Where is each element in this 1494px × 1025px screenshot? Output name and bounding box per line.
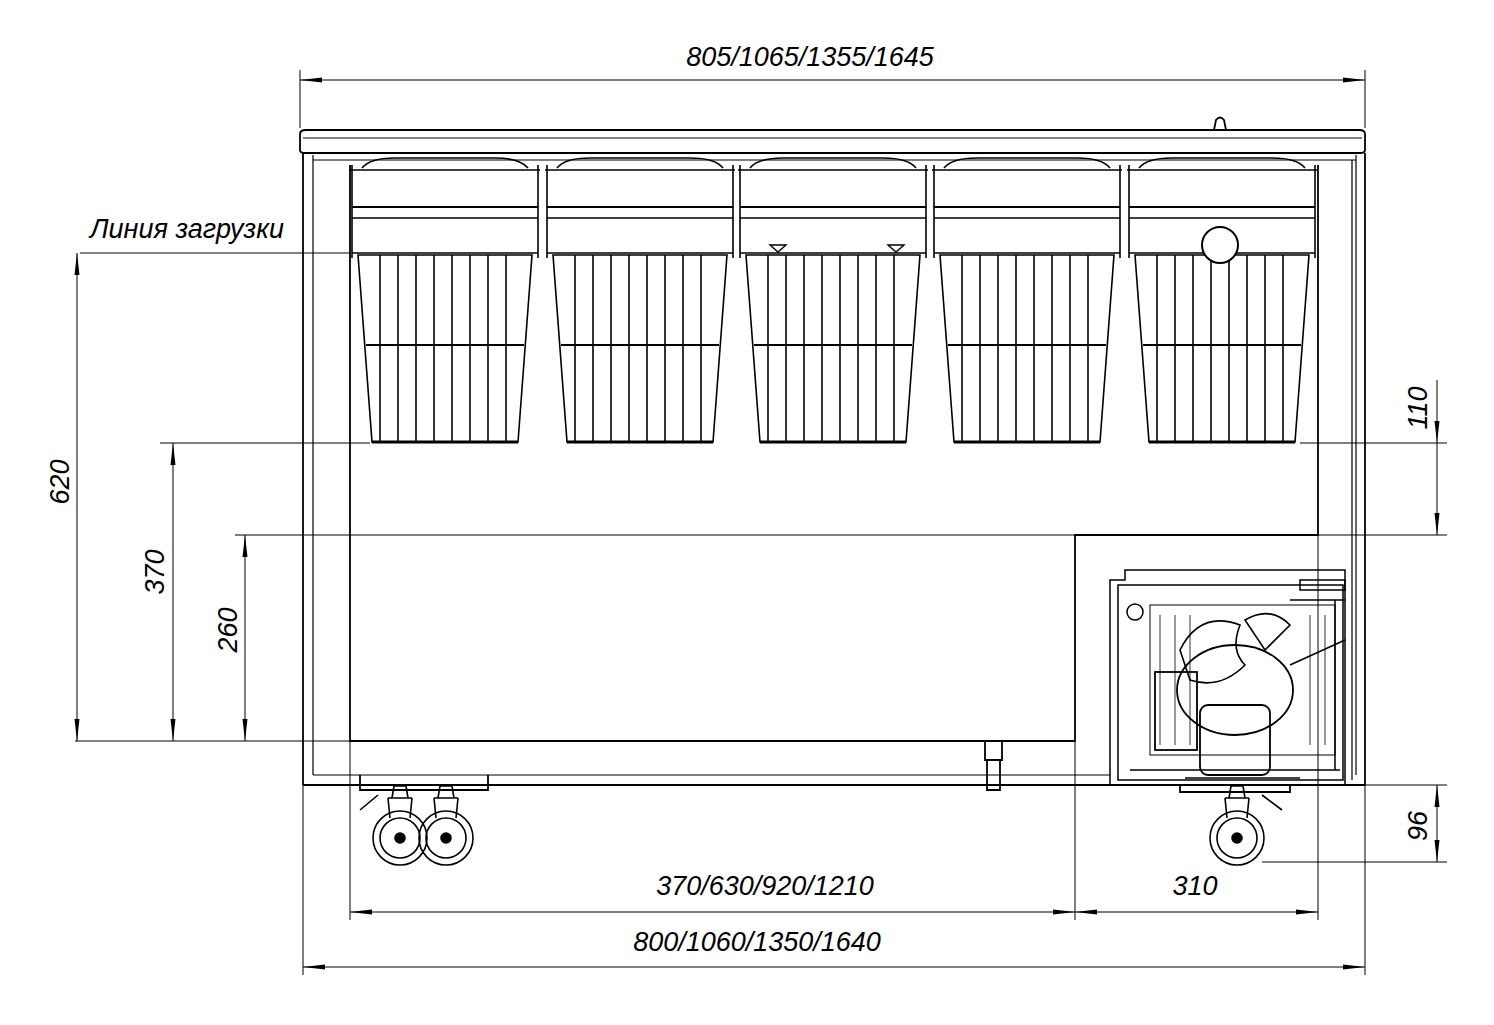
drawing-stroke [300, 70, 301, 128]
drawing-stroke [1155, 672, 1197, 750]
dimension-lines [75, 70, 1447, 975]
drawing-stroke [985, 741, 1002, 790]
drawing-stroke [1118, 585, 1343, 780]
drawing-stroke [1437, 443, 1438, 535]
drawing-stroke [373, 786, 427, 865]
drawing-stroke [1160, 615, 1161, 745]
drawing-stroke [350, 158, 540, 442]
drawing-stroke [1351, 160, 1352, 780]
dimension-label: 260 [215, 605, 242, 654]
dimension-label: 96 [1405, 809, 1432, 843]
drawing-stroke [1437, 380, 1438, 443]
drawing-stroke [350, 912, 1075, 913]
drawing-stroke [1130, 770, 1340, 778]
drawing-stroke [235, 535, 1075, 536]
drawing-stroke [1075, 741, 1076, 920]
basket-row [350, 158, 1317, 442]
drawing-stroke [300, 130, 1365, 153]
drawing-stroke [1365, 785, 1447, 786]
drawing-stroke [303, 784, 1110, 786]
drawing-stroke [245, 535, 246, 741]
drawing-stroke [1437, 785, 1438, 862]
drawing-stroke [300, 80, 1365, 81]
drawing-stroke [1364, 153, 1366, 785]
drawing-stroke [1300, 443, 1447, 444]
drawing-stroke [932, 158, 1122, 442]
drawing-stroke [1200, 705, 1270, 775]
drawing-stroke [1318, 535, 1319, 920]
drawing-stroke [80, 253, 350, 254]
drawing-stroke [77, 253, 78, 741]
drawing-stroke [1310, 615, 1311, 745]
drawing-stroke [1075, 912, 1318, 913]
drawing-stroke [303, 967, 1365, 968]
drawing-stroke [1245, 614, 1290, 650]
dimension-label: 370/630/920/1210 [654, 873, 876, 900]
drawing-stroke [303, 138, 1362, 139]
note-label: Линия загрузки [88, 216, 286, 243]
drawing-stroke [313, 160, 1356, 161]
freezer-body [300, 118, 1365, 793]
drawing-stroke [350, 741, 351, 920]
drawing-stroke [1180, 621, 1245, 683]
drawing-stroke [770, 245, 904, 252]
drawing-stroke [1177, 645, 1293, 735]
dimension-label: 620 [47, 457, 74, 506]
drawing-stroke [173, 443, 174, 741]
dimension-label: 110 [1405, 384, 1432, 431]
dimension-label: 370 [142, 547, 169, 596]
drawing-stroke [350, 165, 1318, 741]
drawing-stroke [738, 158, 928, 442]
dimension-label: 310 [1170, 873, 1219, 900]
drawing-stroke [360, 795, 1282, 810]
drawing-stroke [312, 155, 313, 775]
drawing-stroke [1214, 118, 1226, 131]
drawing-stroke [1127, 158, 1317, 442]
drawing-stroke [75, 741, 350, 742]
drawing-stroke [1325, 615, 1326, 745]
drawing-stroke [1175, 615, 1176, 745]
dimension-label: 805/1065/1355/1645 [684, 44, 936, 71]
drawing-stroke [1365, 70, 1366, 128]
drawing-stroke [1262, 862, 1447, 863]
drawing-stroke [313, 774, 1110, 775]
drawing-stroke [1110, 570, 1345, 785]
drawing-stroke [1318, 535, 1447, 536]
drawing-stroke [160, 443, 370, 444]
drawing-stroke [1355, 155, 1356, 775]
drawing-stroke [1150, 605, 1335, 755]
dimension-label: 800/1060/1350/1640 [631, 929, 883, 956]
drawing-stroke [302, 153, 304, 785]
drawing-stroke [545, 158, 735, 442]
drawing-stroke [1202, 227, 1238, 263]
drawing-stroke [419, 786, 473, 865]
drawing-stroke [360, 775, 488, 790]
drawing-stroke [1127, 604, 1143, 620]
drawing-stroke [1365, 785, 1366, 975]
drawing-stroke [303, 785, 304, 975]
drawing-stroke [1210, 786, 1264, 865]
compressor-unit [1110, 160, 1352, 785]
castors [360, 786, 1282, 865]
